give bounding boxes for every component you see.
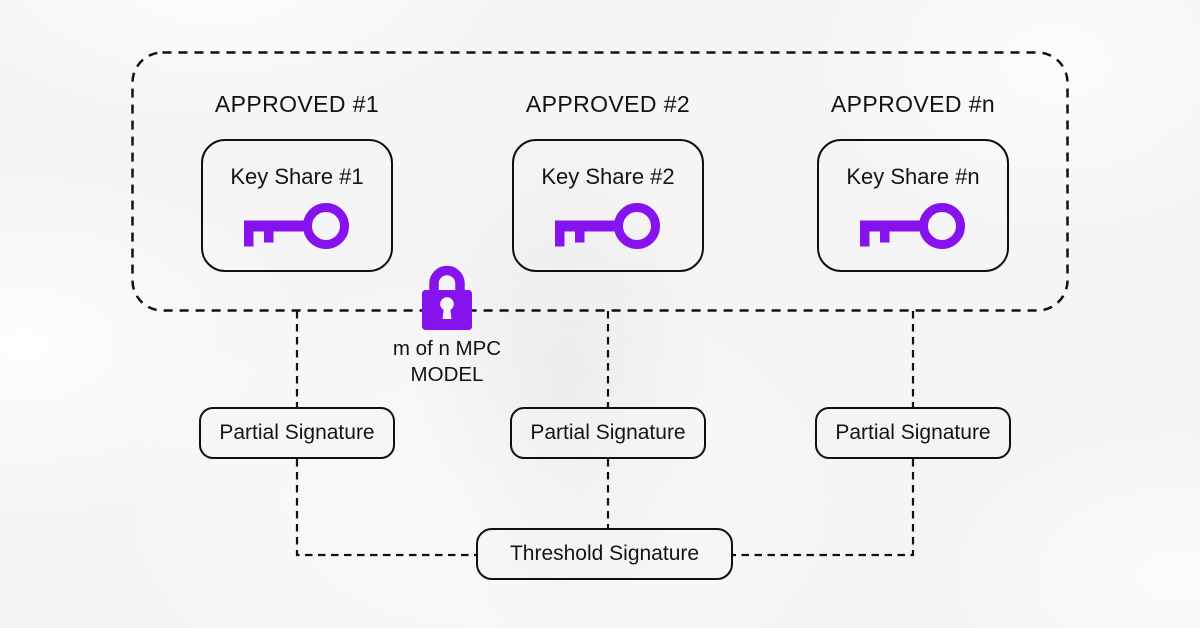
approved-label-2: APPROVED #2	[525, 91, 691, 117]
approved-label-n: APPROVED #n	[830, 91, 996, 117]
mpc-lock	[421, 262, 473, 331]
connector-col3-elbow	[733, 459, 915, 557]
key-icon	[555, 203, 660, 249]
mpc-model-label: m of n MPC MODEL	[327, 336, 567, 388]
mpc-model-line2: MODEL	[410, 363, 484, 386]
key-icon	[860, 203, 965, 249]
partial-signature-box-1: Partial Signature	[199, 407, 395, 459]
key-icon	[244, 203, 349, 249]
approved-label-1: APPROVED #1	[214, 91, 380, 117]
connector-col1-elbow	[295, 459, 476, 557]
mpc-model-line1: m of n MPC	[392, 337, 502, 360]
partial-signature-box-2: Partial Signature	[510, 407, 706, 459]
key-share-label: Key Share #n	[846, 164, 980, 189]
key-share-box-2: Key Share #2	[512, 139, 704, 272]
threshold-signature-box: Threshold Signature	[476, 528, 733, 580]
key-share-box-1: Key Share #1	[201, 139, 393, 272]
lock-icon	[422, 265, 472, 330]
key-share-label: Key Share #1	[230, 164, 364, 189]
approvers-container-border	[131, 51, 1069, 312]
key-share-box-n: Key Share #n	[817, 139, 1009, 272]
partial-signature-box-n: Partial Signature	[815, 407, 1011, 459]
key-share-label: Key Share #2	[541, 164, 675, 189]
